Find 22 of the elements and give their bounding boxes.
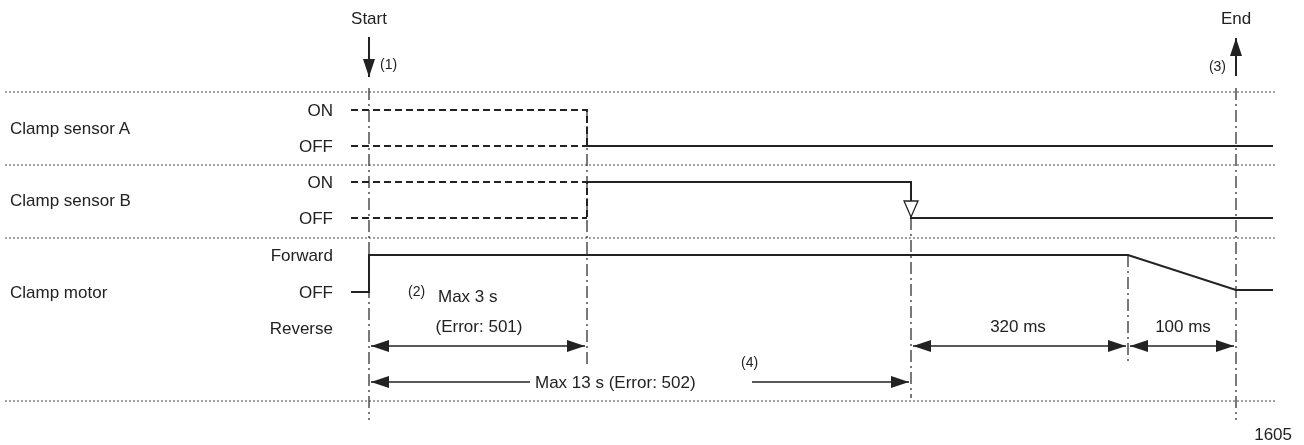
end-label: End [1220,9,1252,27]
note-number: (1) [380,57,398,71]
figure-number: 1605 [1254,425,1292,443]
state-label: OFF [299,137,333,155]
duration-label: 100 ms [1155,317,1211,335]
timing-limit-label: Max 3 s [438,287,498,305]
state-label: OFF [299,283,333,301]
note-number: (4) [741,355,759,369]
state-label: OFF [299,209,333,227]
note-number: (2) [408,284,426,298]
timing-limit-label: Max 13 s (Error: 502) [533,373,698,391]
state-label: Forward [270,246,333,264]
note-number: (3) [1208,59,1226,73]
start-label: Start [351,9,387,27]
state-label: ON [307,101,333,119]
state-label: ON [307,173,333,191]
signal-name: Clamp sensor A [10,119,130,137]
signal-name: Clamp sensor B [10,191,131,209]
signal-name: Clamp motor [10,283,108,301]
state-label: Reverse [269,319,333,337]
error-code-label: (Error: 501) [435,317,523,335]
duration-label: 320 ms [990,317,1046,335]
